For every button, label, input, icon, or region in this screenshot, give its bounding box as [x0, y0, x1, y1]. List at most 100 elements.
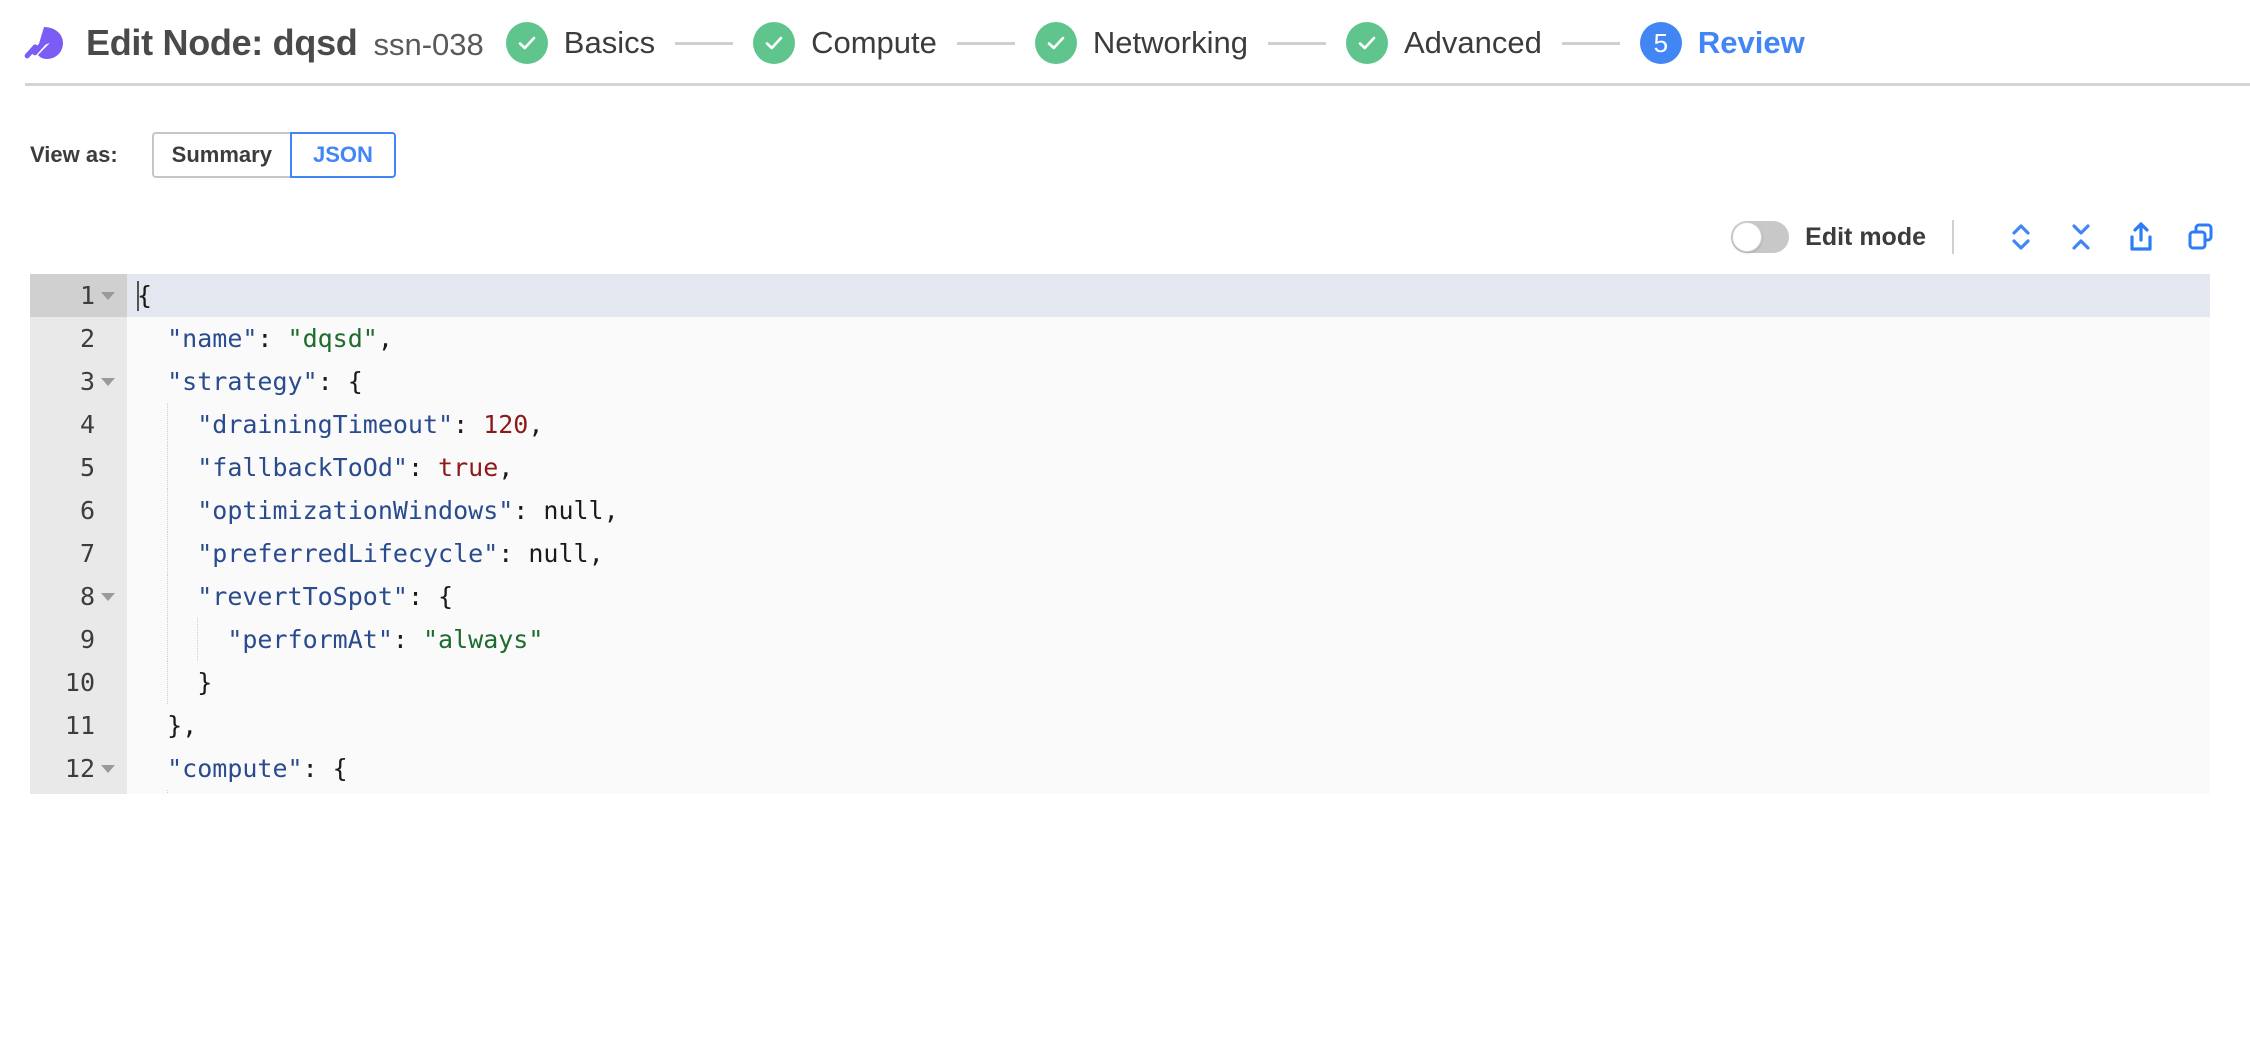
code-line[interactable]: 6 "optimizationWindows": null, [30, 489, 2210, 532]
code-content: } [127, 661, 2210, 704]
edit-mode-toggle-knob [1732, 222, 1763, 252]
line-number: 1 [79, 281, 95, 310]
line-number-gutter: 2 [30, 317, 127, 360]
page-title: Edit Node: dqsd [86, 22, 358, 63]
fold-arrow-icon[interactable] [97, 592, 119, 601]
json-token-p: : [257, 324, 288, 353]
code-tokens: "name": "dqsd", [137, 324, 393, 353]
code-tokens: "drainingTimeout": 120, [137, 410, 543, 439]
stepper-item-advanced[interactable]: Advanced [1345, 22, 1542, 64]
code-tokens: "fallbackToOd": true, [137, 453, 513, 482]
code-tokens: "performAt": "always" [137, 625, 543, 654]
line-number: 11 [64, 711, 95, 740]
code-line[interactable]: 3 "strategy": { [30, 360, 2210, 403]
json-token-s: "dqsd" [287, 324, 378, 353]
collapse-all-icon[interactable] [2062, 218, 2100, 256]
line-number-gutter: 7 [30, 532, 127, 575]
line-number-gutter: 8 [30, 575, 127, 618]
chevron-down-icon [101, 377, 115, 386]
code-line[interactable]: 13 "vmSizes": { [30, 790, 2210, 794]
expand-all-icon[interactable] [2002, 218, 2040, 256]
indent-guide [167, 532, 169, 575]
step-number-badge: 5 [1639, 22, 1682, 64]
fold-arrow-icon[interactable] [97, 291, 119, 300]
json-token-p: , [498, 453, 514, 482]
json-token-k: "strategy" [167, 367, 318, 396]
code-line[interactable]: 4 "drainingTimeout": 120, [30, 403, 2210, 446]
json-token-k: "preferredLifecycle" [197, 539, 499, 568]
json-token-p: : { [302, 754, 348, 783]
indent-guide [167, 446, 169, 489]
line-number: 6 [79, 496, 95, 525]
line-number-gutter: 12 [30, 747, 127, 790]
code-content: { [127, 274, 2210, 317]
json-token-p: : [392, 625, 423, 654]
code-content: "fallbackToOd": true, [127, 446, 2210, 489]
stepper-item-compute[interactable]: Compute [753, 22, 937, 64]
code-line[interactable]: 9 "performAt": "always" [30, 618, 2210, 661]
json-token-nl: null [543, 496, 604, 525]
code-line[interactable]: 1{ [30, 274, 2210, 317]
view-as-json-button[interactable]: JSON [289, 132, 396, 178]
indent-guide [197, 618, 199, 661]
code-tokens: "strategy": { [137, 367, 363, 396]
copy-icon[interactable] [2182, 218, 2220, 256]
code-content: "optimizationWindows": null, [127, 489, 2210, 532]
json-token-p: : [453, 410, 484, 439]
share-export-icon[interactable] [2122, 218, 2160, 256]
json-token-p: , [588, 539, 604, 568]
json-token-p: : { [407, 582, 454, 611]
indent-guide [167, 403, 169, 446]
chevron-down-icon [101, 592, 115, 601]
check-icon [753, 22, 796, 64]
check-icon [505, 22, 548, 64]
check-icon [1034, 22, 1077, 64]
stepper-label: Advanced [1403, 25, 1542, 60]
code-tokens: }, [137, 711, 197, 740]
line-number: 8 [79, 582, 95, 611]
json-token-p: , [603, 496, 619, 525]
code-line[interactable]: 12 "compute": { [30, 747, 2210, 790]
editor-toolbar: Edit mode [0, 216, 2250, 258]
line-number: 13 [65, 790, 95, 794]
stepper-item-networking[interactable]: Networking [1034, 22, 1248, 64]
line-number-gutter: 10 [30, 661, 127, 704]
line-number-gutter: 9 [30, 618, 127, 661]
fold-arrow-icon[interactable] [97, 764, 119, 773]
code-tokens: "optimizationWindows": null, [137, 496, 619, 525]
indent-guide [167, 618, 169, 661]
json-token-p: { [137, 281, 153, 310]
text-caret [137, 281, 139, 311]
edit-mode-toggle[interactable] [1731, 221, 1790, 253]
code-tokens: } [137, 668, 212, 697]
code-line[interactable]: 11 }, [30, 704, 2210, 747]
line-number: 10 [64, 668, 95, 697]
code-content: "vmSizes": { [127, 790, 2210, 794]
json-token-k: "optimizationWindows" [197, 496, 514, 525]
line-number-gutter: 5 [30, 446, 127, 489]
code-line[interactable]: 2 "name": "dqsd", [30, 317, 2210, 360]
code-line[interactable]: 5 "fallbackToOd": true, [30, 446, 2210, 489]
fold-arrow-icon[interactable] [97, 377, 119, 386]
code-content: "revertToSpot": { [127, 575, 2210, 618]
json-editor[interactable]: 1{2 "name": "dqsd",3 "strategy": {4 "dra… [30, 274, 2210, 794]
json-token-p: } [197, 668, 213, 697]
code-line[interactable]: 8 "revertToSpot": { [30, 575, 2210, 618]
stepper-item-review[interactable]: 5 Review [1639, 22, 1805, 64]
stepper-label: Review [1697, 25, 1805, 60]
line-number: 12 [64, 754, 95, 783]
line-number: 9 [79, 625, 95, 654]
json-token-k: "performAt" [227, 625, 393, 654]
stepper-label: Compute [811, 25, 937, 60]
chevron-down-icon [101, 291, 115, 300]
json-token-p: : { [317, 367, 363, 396]
view-as-label: View as: [30, 142, 118, 167]
json-token-k: "revertToSpot" [197, 582, 408, 611]
stepper-item-basics[interactable]: Basics [505, 22, 655, 64]
code-tokens: "revertToSpot": { [137, 582, 453, 611]
step-connector [1561, 41, 1620, 45]
code-line[interactable]: 10 } [30, 661, 2210, 704]
code-line[interactable]: 7 "preferredLifecycle": null, [30, 532, 2210, 575]
view-as-summary-button[interactable]: Summary [151, 132, 290, 178]
